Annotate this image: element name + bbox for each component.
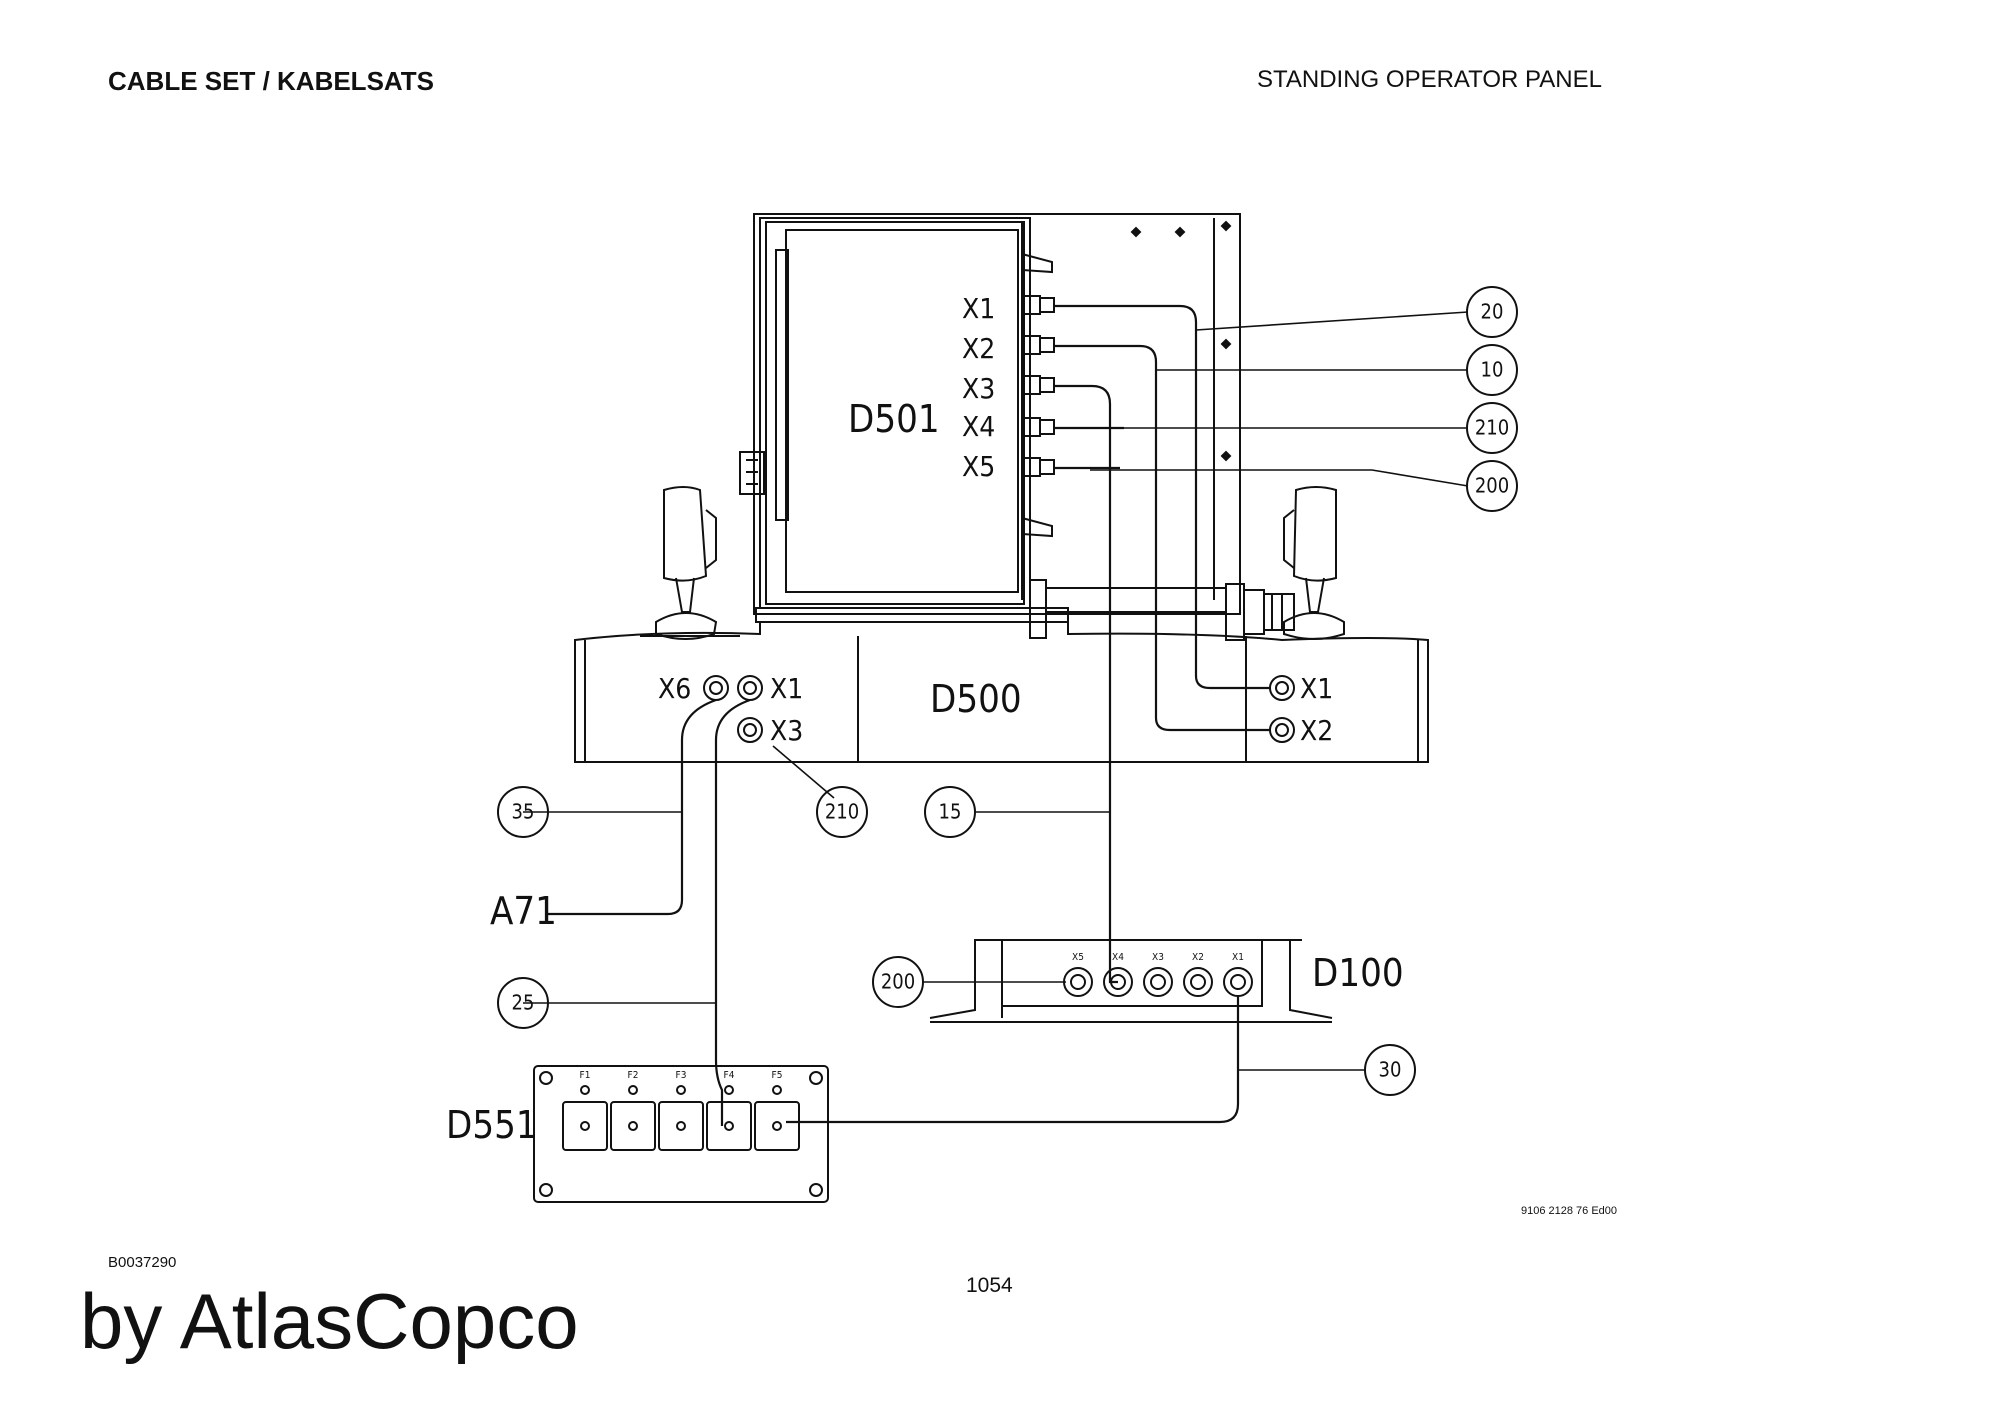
d551-label: D551 [446, 1103, 538, 1147]
d500-console [574, 621, 1429, 763]
left-joystick [640, 486, 740, 640]
d501-x5-label: X5 [962, 450, 995, 483]
d100-x1-label: X1 [1232, 952, 1244, 963]
d100-x4-label: X4 [1112, 952, 1124, 963]
d551-f3-label: F3 [676, 1070, 687, 1081]
right-joystick [1225, 486, 1345, 641]
header-left-title: CABLE SET / KABELSATS [108, 66, 434, 96]
d501-x4-label: X4 [962, 410, 995, 443]
callout-210-mid: 210 [825, 800, 859, 824]
d501-x3-label: X3 [962, 372, 995, 405]
callout-25: 25 [512, 991, 535, 1015]
d551-f4-label: F4 [724, 1070, 735, 1081]
cables [548, 304, 1270, 1126]
d501-label: D501 [848, 397, 940, 441]
d100-x2-label: X2 [1192, 952, 1204, 963]
d100-unit [929, 939, 1333, 1023]
d501-cabinet [739, 213, 1241, 639]
callout-210-top: 210 [1475, 416, 1509, 440]
page-number: 1054 [966, 1274, 1013, 1297]
d500-x2-right-label: X2 [1300, 714, 1333, 747]
callout-30: 30 [1379, 1058, 1402, 1082]
d500-x6-label: X6 [658, 672, 691, 705]
callout-15: 15 [939, 800, 962, 824]
brand-watermark: by AtlasCopco [80, 1277, 579, 1365]
doc-number: B0037290 [108, 1254, 177, 1271]
drawing-number: 9106 2128 76 Ed00 [1521, 1205, 1618, 1217]
d501-x1-label: X1 [962, 292, 995, 325]
callout-200-mid: 200 [881, 970, 915, 994]
d100-x3-label: X3 [1152, 952, 1164, 963]
callout-10: 10 [1481, 358, 1504, 382]
callout-200-top: 200 [1475, 474, 1509, 498]
d551-f5-label: F5 [772, 1070, 783, 1081]
d551-f2-label: F2 [628, 1070, 639, 1081]
callout-20: 20 [1481, 300, 1504, 324]
d100-x5-label: X5 [1072, 952, 1084, 963]
leader-lines [523, 311, 1469, 1071]
d500-x1-left-label: X1 [770, 672, 803, 705]
d100-label: D100 [1312, 951, 1404, 995]
d500-x1-right-label: X1 [1300, 672, 1333, 705]
d501-x2-label: X2 [962, 332, 995, 365]
callout-35: 35 [512, 800, 535, 824]
d501-connector-plugs [1023, 295, 1055, 477]
header-right-title: STANDING OPERATOR PANEL [1257, 66, 1602, 93]
a71-label: A71 [490, 889, 557, 933]
d551-f1-label: F1 [580, 1070, 591, 1081]
d551-panel [533, 1065, 829, 1203]
d500-label: D500 [930, 677, 1022, 721]
callout-circles [497, 286, 1518, 1096]
d500-x3-label: X3 [770, 714, 803, 747]
